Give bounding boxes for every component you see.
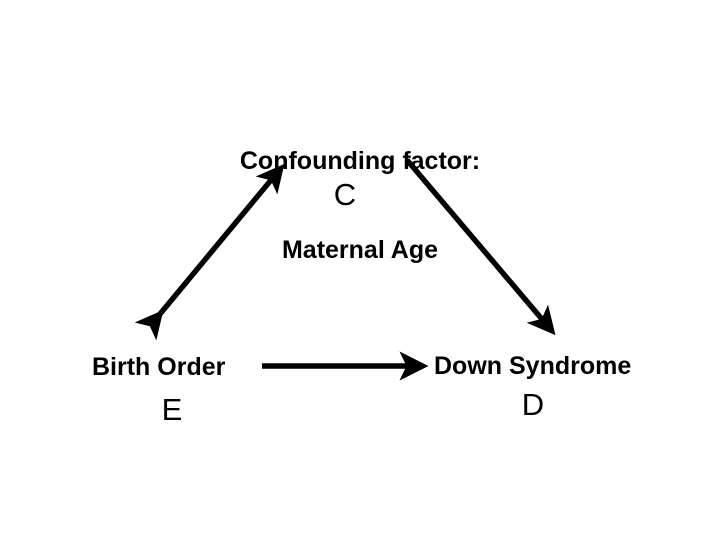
title-line-2: Maternal Age: [281, 235, 439, 264]
node-label-birth-order: Birth Order: [92, 353, 226, 381]
node-letter-c: C: [333, 177, 357, 212]
arrow-exposure-confounder: [134, 163, 285, 341]
node-label-down-syndrome: Down Syndrome: [434, 352, 632, 380]
node-letter-e: E: [161, 392, 183, 427]
diagram-title: Confounding factor: Maternal Age: [0, 88, 720, 324]
node-letter-d: D: [521, 387, 545, 422]
arrow-confounder-outcome: [404, 158, 556, 336]
